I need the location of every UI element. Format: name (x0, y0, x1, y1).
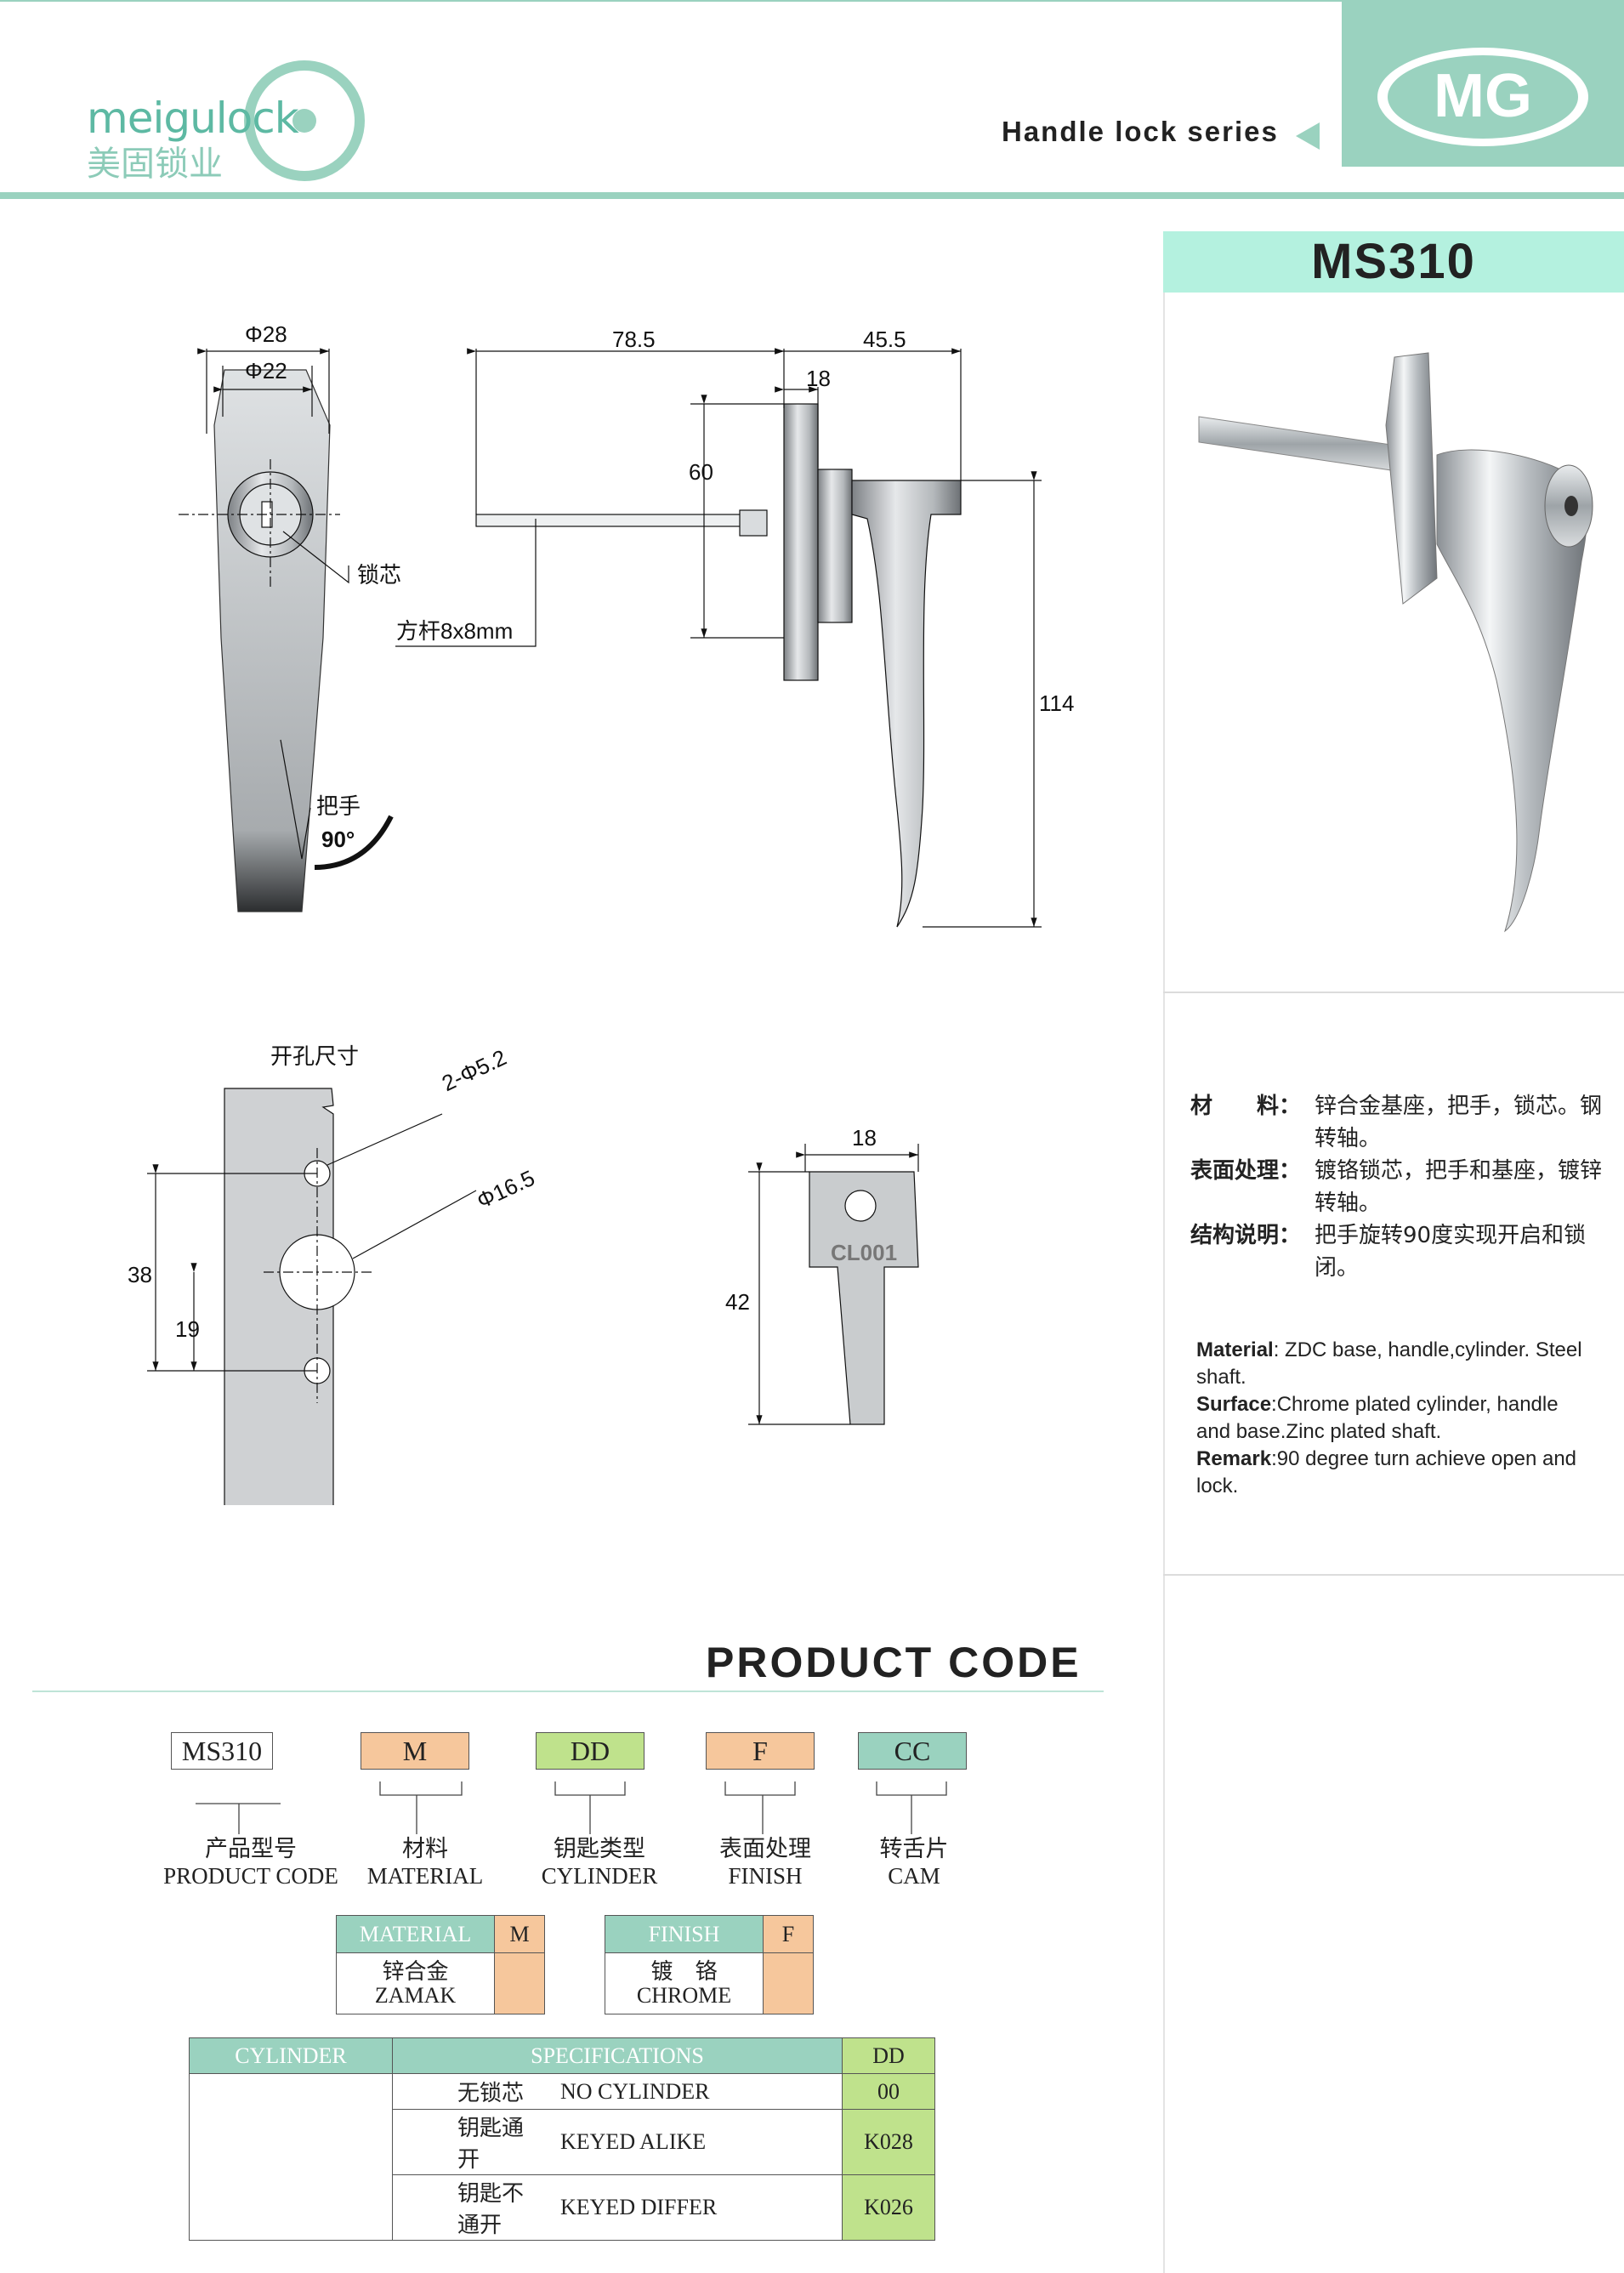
table-row: 钥匙不通开 KEYED DIFFER K026 (190, 2174, 935, 2241)
dim-45-5: 45.5 (863, 327, 906, 352)
code-brackets (196, 1781, 947, 1834)
spec-en-material: Material: ZDC base, handle,cylinder. Ste… (1196, 1338, 1582, 1389)
material-table-header: MATERIAL (336, 1915, 495, 1953)
material-table-code-cell (494, 1952, 545, 2014)
specs-en: Material: ZDC base, handle,cylinder. Ste… (1196, 1337, 1596, 1500)
panel-divider (1163, 293, 1165, 2273)
dim-phi22: Φ22 (245, 358, 287, 384)
table-row: 无锁芯 NO CYLINDER 00 (189, 2073, 935, 2241)
spec-cn-surface: 表面处理：镀铬锁芯，把手和基座，镀锌转轴。 (1190, 1158, 1603, 1216)
spec-en-surface: Surface:Chrome plated cylinder, handle a… (1196, 1393, 1559, 1443)
code-box-cam: CC (858, 1732, 967, 1770)
dim-18: 18 (806, 366, 831, 391)
dim-key-height: 42 (725, 1289, 750, 1315)
dim-38: 38 (128, 1262, 152, 1287)
mg-oval-icon (1377, 48, 1588, 146)
product-photo (1198, 352, 1593, 933)
spec-cn-remark: 结构说明：把手旋转90度实现开启和锁闭。 (1190, 1223, 1587, 1281)
top-rule (0, 0, 1624, 2)
dim-78-5: 78.5 (612, 327, 656, 352)
panel-rule-2 (1163, 1574, 1624, 1576)
model-banner (1163, 231, 1624, 293)
table-row: 钥匙通开 KEYED ALIKE K028 (190, 2109, 935, 2175)
label-shaft: 方杆8x8mm (396, 618, 514, 644)
logo: meigulock 美固锁业 (85, 51, 408, 187)
spec-en-remark: Remark:90 degree turn achieve open and l… (1196, 1447, 1577, 1497)
series-title: Handle lock series (1002, 116, 1279, 147)
logo-cn: 美固锁业 (87, 145, 223, 184)
code-box-model: MS310 (171, 1732, 273, 1770)
code-box-material: M (361, 1732, 469, 1770)
label-angle: 90° (321, 827, 355, 852)
finish-table-code-cell (763, 1952, 814, 2014)
mg-text: MG (1434, 62, 1532, 130)
header-rule (0, 192, 1624, 199)
mg-badge: MG (1342, 0, 1624, 167)
triangle-left-icon (1296, 122, 1320, 150)
cylinder-table: CYLINDER SPECIFICATIONS DD 无锁芯 NO CYLIND… (189, 2037, 935, 2241)
cutout-title: 开孔尺寸 (270, 1043, 360, 1069)
label-cylinder: 锁芯 (357, 562, 402, 588)
key-code: CL001 (831, 1240, 898, 1265)
model-title: MS310 (1311, 234, 1476, 289)
dim-114: 114 (1039, 690, 1075, 716)
product-code-rule (32, 1691, 1104, 1692)
dim-60: 60 (689, 459, 713, 485)
finish-table-header: FINISH (605, 1915, 764, 1953)
material-table-code: M (494, 1915, 545, 1953)
logo-ring-icon (244, 60, 365, 181)
finish-table-code: F (763, 1915, 814, 1953)
label-handle: 把手 (316, 793, 361, 819)
dim-19: 19 (175, 1316, 200, 1342)
product-code-title: PRODUCT CODE (706, 1639, 1082, 1686)
dd-table-header: DD (842, 2037, 935, 2074)
dim-phi28: Φ28 (245, 321, 287, 347)
specs-cn: 材 料：锌合金基座，把手，锁芯。钢转轴。 表面处理：镀铬锁芯，把手和基座，镀锌转… (1190, 1090, 1615, 1284)
code-box-finish: F (706, 1732, 815, 1770)
panel-rule-1 (1163, 992, 1624, 993)
spec-table-header: SPECIFICATIONS (392, 2037, 843, 2074)
dim-key-width: 18 (852, 1125, 877, 1151)
cylinder-table-blank (189, 2073, 393, 2241)
logo-text: meigulock (87, 94, 299, 143)
technical-drawing (147, 348, 1042, 1505)
cylinder-table-header: CYLINDER (189, 2037, 393, 2074)
spec-cn-material: 材 料：锌合金基座，把手，锁芯。钢转轴。 (1190, 1094, 1603, 1151)
code-box-cylinder: DD (536, 1732, 644, 1770)
